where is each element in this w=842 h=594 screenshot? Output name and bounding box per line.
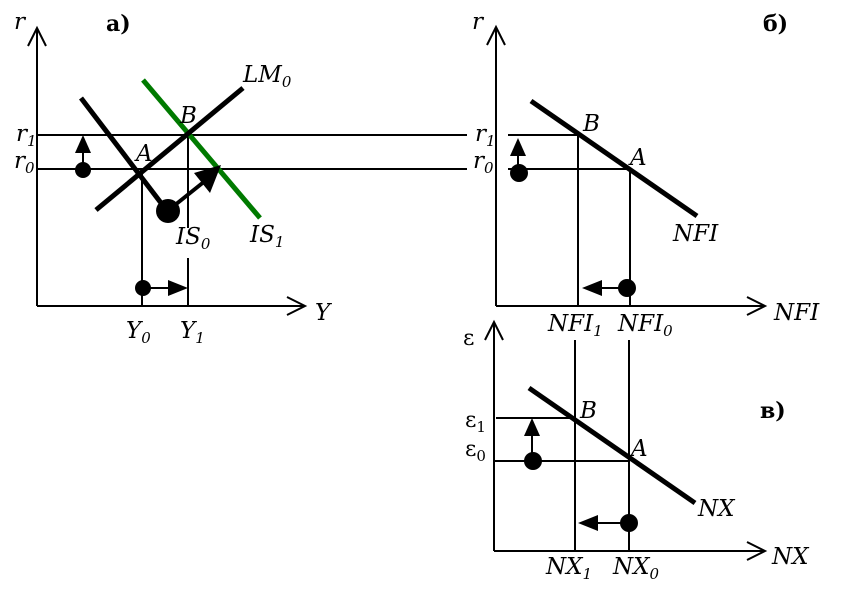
nx0-label: NX0	[612, 554, 660, 583]
nx-curve	[527, 385, 697, 506]
nfi-fall-arrowhead-icon	[582, 280, 602, 296]
e0-label: ε0	[465, 437, 486, 465]
y-rise-dot	[135, 280, 151, 296]
is1-label: IS1	[249, 222, 284, 251]
nfi-fall-dot	[618, 279, 636, 297]
panel-b-r-rise-dot	[510, 164, 528, 182]
nx1-label: NX1	[545, 554, 592, 583]
r-rise-dot	[75, 162, 91, 178]
exchange-rate-rise-dot	[524, 452, 542, 470]
panel-a-r1-label: r1	[16, 121, 37, 150]
e1-label: ε1	[465, 408, 486, 436]
panel-a-x-axis-arrow-icon	[286, 296, 308, 316]
panel-c-point-b: B	[579, 398, 597, 424]
lm0-label: LM0	[242, 62, 292, 91]
panel-c-point-a: A	[629, 436, 648, 462]
panel-b-r0-label: r0	[473, 148, 494, 177]
is0-curve	[79, 96, 176, 222]
panel-b-x-axis-label: NFI	[773, 300, 820, 326]
panel-a-point-b: B	[179, 103, 197, 129]
nx-curve-label: NX	[697, 496, 736, 522]
panel-c-x-axis-label: NX	[771, 544, 810, 570]
panel-a-point-a: A	[134, 141, 153, 167]
exchange-rate-rise-arrowhead-icon	[524, 418, 540, 436]
panel-b-r-rise-arrowhead-icon	[510, 138, 526, 156]
y-rise-arrowhead-icon	[168, 280, 188, 296]
nfi1-label: NFI1	[547, 311, 603, 340]
panel-c-x-axis-arrow-icon	[746, 541, 768, 561]
panel-a-guides	[37, 134, 467, 306]
r-rise-arrowhead-icon	[75, 135, 91, 153]
nfi-curve	[529, 98, 699, 219]
panel-b-y-axis-label: r	[472, 9, 485, 35]
panel-c: в) ε NX ε1 ε0 B A NX NX1 NX0	[463, 319, 810, 583]
panel-c-label: в)	[760, 398, 786, 424]
y0-label: Y0	[126, 318, 151, 347]
lm0-curve	[94, 86, 245, 212]
panel-c-y-axis-arrow-icon	[484, 319, 504, 341]
nfi0-label: NFI0	[617, 311, 673, 340]
panel-b-x-axis-arrow-icon	[746, 296, 768, 316]
panel-b-r1-label: r1	[475, 121, 496, 150]
panel-a: а) r Y	[14, 9, 467, 347]
is1-curve	[141, 78, 262, 220]
panel-a-x-axis-label: Y	[315, 300, 333, 326]
panel-b-point-b: B	[582, 111, 600, 137]
panel-b-y-axis-arrow-icon	[486, 24, 506, 46]
is-shift-arrowhead-icon	[194, 165, 221, 193]
panel-c-y-axis-label: ε	[463, 326, 474, 351]
panel-a-axes: r Y	[14, 9, 333, 326]
nfi-curve-label: NFI	[672, 221, 719, 247]
panel-a-label: а)	[106, 11, 131, 37]
is0-label: IS0	[175, 224, 211, 253]
panel-b-label: б)	[763, 11, 788, 37]
panel-b-axes: r NFI	[472, 9, 820, 326]
panel-a-r0-label: r0	[14, 148, 35, 177]
panel-b: б) r NFI r1 r0 B A NFI NFI1 NFI0	[472, 9, 820, 340]
panel-b-guides	[508, 134, 631, 306]
panel-a-y-axis-arrow-icon	[27, 25, 47, 47]
panel-a-y-axis-label: r	[14, 9, 27, 35]
panel-b-point-a: A	[628, 145, 647, 171]
y1-label: Y1	[180, 318, 205, 347]
nx-fall-arrowhead-icon	[578, 515, 598, 531]
nx-fall-dot	[620, 514, 638, 532]
